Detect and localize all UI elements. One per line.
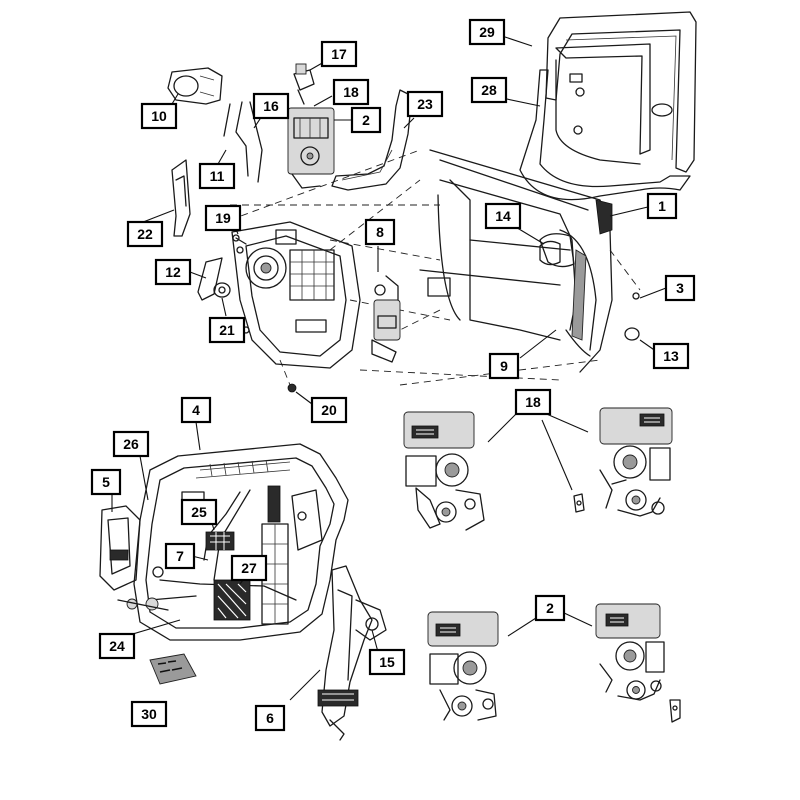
door-module-carrier bbox=[231, 221, 361, 369]
svg-text:8: 8 bbox=[376, 224, 384, 240]
callout-30: 30 bbox=[130, 700, 168, 728]
svg-text:24: 24 bbox=[109, 638, 125, 654]
callout-15: 15 bbox=[368, 648, 406, 676]
callout-24: 24 bbox=[98, 632, 136, 660]
door-hinge-cam bbox=[539, 240, 561, 266]
latch-assembly-18-right bbox=[599, 407, 673, 517]
callout-28: 28 bbox=[470, 76, 508, 104]
door-weatherstrip bbox=[519, 43, 691, 201]
callout-20: 20 bbox=[310, 396, 348, 424]
svg-text:23: 23 bbox=[417, 96, 433, 112]
callout-8: 8 bbox=[364, 218, 396, 246]
svg-text:21: 21 bbox=[219, 322, 235, 338]
water-shield bbox=[331, 89, 413, 191]
svg-text:13: 13 bbox=[663, 348, 679, 364]
callout-17: 17 bbox=[320, 40, 358, 68]
callout-29: 29 bbox=[468, 18, 506, 46]
svg-text:20: 20 bbox=[321, 402, 337, 418]
window-switch bbox=[149, 653, 197, 685]
callout-5: 5 bbox=[90, 468, 122, 496]
callout-12: 12 bbox=[154, 258, 192, 286]
callout-2-top: 2 bbox=[350, 106, 382, 134]
svg-text:7: 7 bbox=[176, 548, 184, 564]
callout-4: 4 bbox=[180, 396, 212, 424]
svg-text:2: 2 bbox=[546, 600, 554, 616]
svg-text:22: 22 bbox=[137, 226, 153, 242]
callout-14: 14 bbox=[484, 202, 522, 230]
svg-text:1: 1 bbox=[658, 198, 666, 214]
regulator-pulleys bbox=[117, 597, 169, 611]
svg-text:4: 4 bbox=[192, 402, 200, 418]
inside-handle-bezel bbox=[167, 67, 223, 105]
svg-text:10: 10 bbox=[151, 108, 167, 124]
callout-11: 11 bbox=[198, 162, 236, 190]
window-regulator bbox=[317, 565, 387, 741]
svg-text:18: 18 bbox=[343, 84, 359, 100]
latch-assembly-18-left bbox=[403, 411, 485, 531]
hinge-pin bbox=[197, 257, 231, 301]
svg-text:19: 19 bbox=[215, 210, 231, 226]
svg-text:26: 26 bbox=[123, 436, 139, 452]
door-check-strap bbox=[171, 159, 191, 237]
door-lock-actuator-top bbox=[287, 107, 335, 189]
svg-text:2: 2 bbox=[362, 112, 370, 128]
svg-text:11: 11 bbox=[210, 168, 225, 184]
callout-23: 23 bbox=[406, 90, 444, 118]
callout-10: 10 bbox=[140, 102, 178, 130]
svg-text:17: 17 bbox=[331, 46, 347, 62]
door-shell-outline bbox=[419, 149, 613, 373]
leader-lines bbox=[111, 35, 667, 701]
callout-13: 13 bbox=[652, 342, 690, 370]
latch-clip-2 bbox=[669, 699, 681, 723]
callout-7: 7 bbox=[164, 542, 196, 570]
svg-text:9: 9 bbox=[500, 358, 508, 374]
door-hinge-bracket bbox=[99, 505, 164, 591]
door-latch-assembly bbox=[371, 275, 401, 363]
callout-16: 16 bbox=[252, 92, 290, 120]
module-motor-grid bbox=[205, 531, 251, 621]
svg-text:18: 18 bbox=[525, 394, 541, 410]
callout-18-top: 18 bbox=[332, 78, 370, 106]
svg-text:14: 14 bbox=[495, 208, 511, 224]
svg-text:30: 30 bbox=[141, 706, 157, 722]
door-glass-run-weatherstrip bbox=[545, 11, 697, 173]
callout-9: 9 bbox=[488, 352, 520, 380]
callout-6: 6 bbox=[254, 704, 286, 732]
svg-text:3: 3 bbox=[676, 280, 684, 296]
callout-2-bottom: 2 bbox=[534, 594, 566, 622]
callout-19: 19 bbox=[204, 204, 242, 232]
callout-26: 26 bbox=[112, 430, 150, 458]
svg-text:25: 25 bbox=[191, 504, 207, 520]
svg-text:29: 29 bbox=[479, 24, 495, 40]
latch-assembly-2-right bbox=[595, 603, 665, 701]
callout-21: 21 bbox=[208, 316, 246, 344]
svg-text:28: 28 bbox=[481, 82, 497, 98]
svg-text:6: 6 bbox=[266, 710, 274, 726]
callout-3: 3 bbox=[664, 274, 696, 302]
svg-text:27: 27 bbox=[241, 560, 257, 576]
lock-cylinder bbox=[293, 63, 315, 105]
callout-25: 25 bbox=[180, 498, 218, 526]
callout-18-middle: 18 bbox=[514, 388, 552, 416]
door-inner-panel bbox=[133, 443, 349, 641]
callout-27: 27 bbox=[230, 554, 268, 582]
svg-text:16: 16 bbox=[263, 98, 279, 114]
callout-22: 22 bbox=[126, 220, 164, 248]
latch-assembly-2-left bbox=[427, 611, 499, 721]
svg-text:15: 15 bbox=[379, 654, 395, 670]
svg-text:5: 5 bbox=[102, 474, 110, 490]
fasteners bbox=[232, 234, 640, 393]
svg-text:12: 12 bbox=[165, 264, 181, 280]
callout-1: 1 bbox=[646, 192, 678, 220]
latch-clip-18 bbox=[573, 493, 585, 513]
